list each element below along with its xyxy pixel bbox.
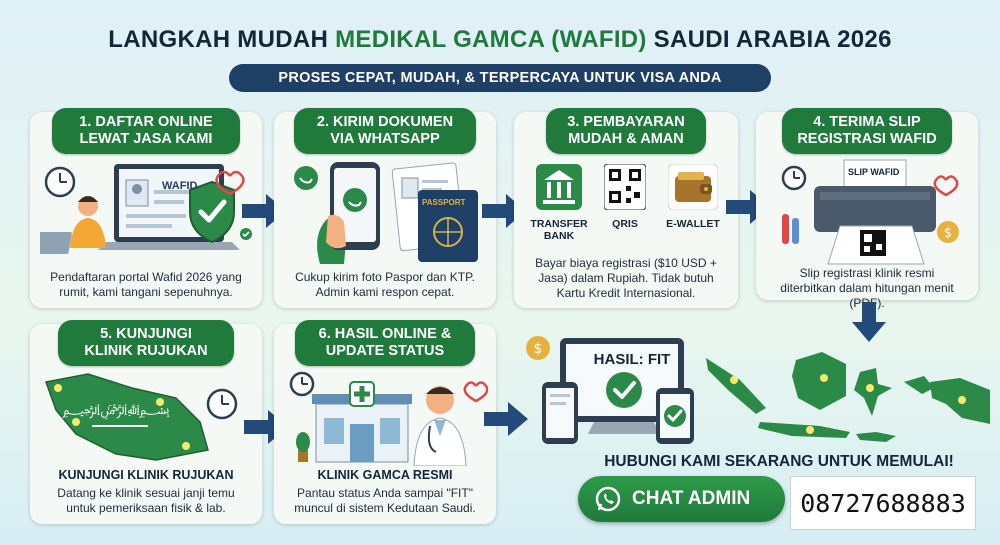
cta-headline: HUBUNGI KAMI SEKARANG UNTUK MEMULAI! (604, 453, 954, 470)
step-card-6: 6. HASIL ONLINE & UPDATE STATUS KLINIK G… (274, 320, 496, 524)
step-5-heading-line-2: KLINIK RUJUKAN (84, 343, 208, 359)
step-card-5: 5. KUNJUNGI KLINIK RUJUKAN ﷽ KUNJUNGI KL… (30, 320, 262, 524)
step-3-heading-line-1: 3. PEMBAYARAN (567, 114, 685, 130)
passport-label: PASSPORT (422, 198, 466, 207)
wallet-icon (668, 164, 718, 210)
chat-admin-label: CHAT ADMIN (632, 488, 751, 509)
step-2-heading-line-1: 2. KIRIM DOKUMEN (316, 114, 454, 130)
phone-number: 08727688883 (790, 476, 976, 530)
clock-icon (289, 371, 315, 397)
step-4-heading-line-2: REGISTRASI WAFID (797, 131, 937, 147)
step-5-text-line-1: Datang ke klinik sesuai janji temu (57, 486, 235, 500)
step-6-bold-label: KLINIK GAMCA RESMI (317, 468, 453, 482)
arrow-right-icon (484, 402, 528, 436)
result-label: HASIL: FIT (593, 351, 671, 368)
shield-check-icon (189, 180, 235, 244)
step-1-heading-line-2: LEWAT JASA KAMI (79, 131, 213, 147)
step-3-description: Bayar biaya registrasi ($10 USD + Jasa) … (522, 256, 730, 301)
step-6-heading-line-1: 6. HASIL ONLINE & (318, 326, 452, 342)
step-card-3: 3. PEMBAYARAN MUDAH & AMAN TRANSFER BANK… (514, 108, 738, 308)
pay-method-qris: QRIS (612, 218, 638, 230)
step-2-heading: 2. KIRIM DOKUMEN VIA WHATSAPP (294, 108, 476, 154)
qr-icon (604, 164, 646, 210)
title-part-3: SAUDI ARABIA 2026 (646, 26, 892, 53)
step-card-1: 1. DAFTAR ONLINE LEWAT JASA KAMI WAFID P… (30, 108, 262, 308)
step-6-text-line-2: muncul di sistem Kedutaan Saudi. (294, 501, 476, 515)
whatsapp-document-illustration (294, 162, 478, 264)
arrow-down-icon (852, 302, 886, 342)
step-5-heading-line-1: 5. KUNJUNGI (100, 326, 192, 342)
step-2-description: Cukup kirim foto Paspor dan KTP. Admin k… (282, 270, 488, 300)
step-6-heading-line-2: UPDATE STATUS (325, 343, 445, 359)
step-5-description: Datang ke klinik sesuai janji temu untuk… (38, 486, 254, 516)
page-title: LANGKAH MUDAH MEDIKAL GAMCA (WAFID) SAUD… (0, 26, 1000, 54)
clock-icon (781, 165, 807, 191)
step-3-text-line-1: Bayar biaya registrasi ($10 USD + (535, 256, 717, 270)
step-6-description: Pantau status Anda sampai "FIT" muncul d… (282, 486, 488, 516)
saudi-map-illustration: ﷽ (44, 373, 238, 461)
step-6-heading: 6. HASIL ONLINE & UPDATE STATUS (295, 320, 475, 366)
slip-label: SLIP WAFID (848, 167, 900, 177)
step-4-heading: 4. TERIMA SLIP REGISTRASI WAFID (782, 108, 952, 154)
doctor-icon (413, 386, 467, 466)
step-card-4: 4. TERIMA SLIP REGISTRASI WAFID $ SLIP W… (756, 108, 978, 310)
step-1-screen-label: WAFID (162, 180, 198, 192)
pay-method-bank-line-1: TRANSFER (530, 218, 588, 230)
step-1-text-line-1: Pendaftaran portal Wafid 2026 yang (50, 270, 242, 284)
step-5-heading: 5. KUNJUNGI KLINIK RUJUKAN (58, 320, 234, 366)
title-part-2: MEDIKAL GAMCA (WAFID) (335, 26, 647, 53)
laptop-registration-illustration (40, 164, 252, 254)
printer-slip-illustration: $ (781, 159, 959, 265)
whatsapp-icon (294, 166, 318, 190)
clock-icon (206, 388, 238, 420)
heart-icon (463, 381, 488, 403)
chat-admin-button[interactable]: CHAT ADMIN (578, 476, 785, 522)
step-5-text-line-2: untuk pemeriksaan fisik & lab. (66, 501, 226, 515)
step-1-text-line-2: rumit, kami tangani sepenuhnya. (59, 285, 233, 299)
step-2-text-line-2: Admin kami respon cepat. (315, 285, 455, 299)
step-6-text-line-1: Pantau status Anda sampai "FIT" (297, 486, 473, 500)
svg-text:$: $ (534, 341, 543, 357)
step-3-text-line-3: Kartu Kredit Internasional. (556, 286, 696, 300)
step-1-description: Pendaftaran portal Wafid 2026 yang rumit… (38, 270, 254, 300)
bank-icon (536, 164, 582, 210)
step-1-heading-line-1: 1. DAFTAR ONLINE (79, 114, 213, 130)
step-card-2: 2. KIRIM DOKUMEN VIA WHATSAPP PASSPORT C… (274, 108, 496, 308)
indonesia-map-illustration (706, 352, 990, 442)
step-4-description: Slip registrasi klinik resmi diterbitkan… (764, 266, 970, 311)
step-3-heading: 3. PEMBAYARAN MUDAH & AMAN (546, 108, 706, 154)
svg-text:$: $ (944, 226, 952, 241)
coin-icon: $ (937, 221, 959, 243)
whatsapp-icon (595, 486, 621, 512)
pay-method-bank: TRANSFER BANK (528, 218, 590, 242)
pay-method-bank-line-2: BANK (543, 230, 575, 242)
pay-method-ewallet: E-WALLET (666, 218, 720, 230)
result-devices-illustration: $ (526, 336, 694, 444)
test-tube-icon (782, 214, 799, 244)
coin-icon: $ (526, 336, 550, 360)
step-4-text-line-1: Slip registrasi klinik resmi (799, 266, 935, 280)
plant-icon (296, 432, 310, 462)
svg-text:﷽: ﷽ (62, 402, 170, 420)
step-2-heading-line-2: VIA WHATSAPP (330, 131, 440, 147)
step-1-heading: 1. DAFTAR ONLINE LEWAT JASA KAMI (52, 108, 240, 154)
clinic-doctor-illustration (289, 371, 488, 466)
heart-icon (933, 175, 959, 197)
step-3-heading-line-2: MUDAH & AMAN (568, 131, 684, 147)
title-part-1: LANGKAH MUDAH (108, 26, 336, 53)
step-3-text-line-2: Jasa) dalam Rupiah. Tidak butuh (538, 271, 714, 285)
clock-icon (44, 166, 76, 198)
person-icon (70, 196, 106, 248)
subtitle-banner: PROSES CEPAT, MUDAH, & TERPERCAYA UNTUK … (229, 64, 771, 92)
step-2-text-line-1: Cukup kirim foto Paspor dan KTP. (295, 270, 475, 284)
step-4-heading-line-1: 4. TERIMA SLIP (813, 114, 921, 130)
step-5-bold-label: KUNJUNGI KLINIK RUJUKAN (58, 468, 234, 482)
heart-icon (215, 170, 245, 196)
